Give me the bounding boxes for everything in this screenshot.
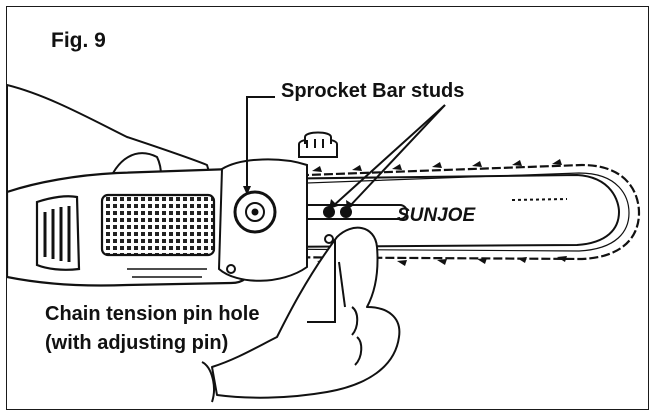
leader-lines xyxy=(246,96,446,323)
brand-logo: SUNJOE xyxy=(397,205,476,226)
pin-hole-icon xyxy=(324,234,334,244)
callout-chain-tension-pin-hole: Chain tension pin hole (with adjusting p… xyxy=(45,300,259,358)
figure-frame: SUNJOE Fig. 9 Sprocket Bar studs Chain t… xyxy=(6,6,649,410)
chainsaw-assembly-illustration: SUNJOE xyxy=(7,84,641,409)
callout-sprocket-bar-studs: Sprocket Bar studs xyxy=(281,80,465,102)
bar-stud-icon xyxy=(323,206,352,218)
sprocket-icon xyxy=(226,190,277,274)
motor-housing-icon xyxy=(7,167,253,287)
callout-line-1: Chain tension pin hole xyxy=(45,303,260,325)
left-cuff-icon xyxy=(201,361,215,403)
figure-label: Fig. 9 xyxy=(51,29,106,52)
right-glove-icon xyxy=(211,226,401,399)
arrowheads xyxy=(243,186,354,210)
callout-line-2: (with adjusting pin) xyxy=(45,332,229,354)
tension-knob-icon xyxy=(298,131,338,158)
saw-chain-icon xyxy=(251,163,641,261)
